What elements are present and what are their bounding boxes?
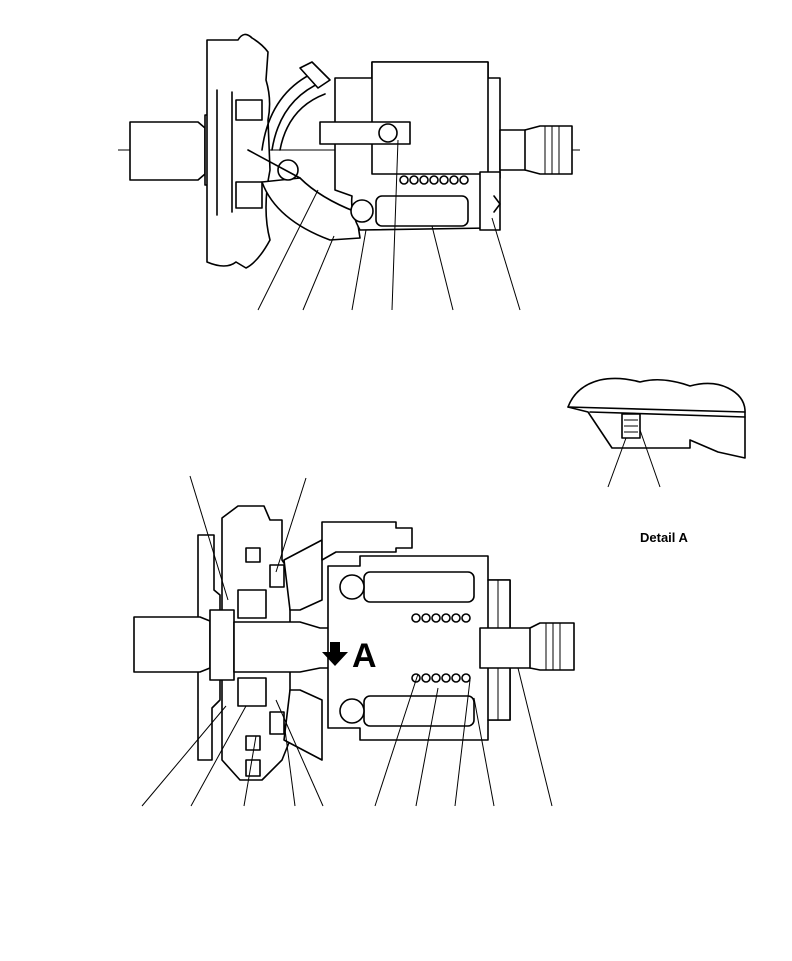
section-marker-label: A	[352, 637, 377, 675]
top-swash-plate	[261, 177, 361, 241]
top-cylinder-barrel	[371, 61, 489, 175]
top-piston	[375, 195, 469, 227]
bottom-swash-bottom	[283, 689, 323, 761]
top-swash-arc-outer	[261, 69, 321, 151]
top-spring	[399, 175, 469, 185]
bottom-output-hub	[479, 627, 539, 669]
top-bearing-lower	[235, 181, 263, 209]
top-piston-shoe	[350, 199, 374, 223]
bottom-bearing-bottom	[237, 677, 267, 707]
top-swash-tip	[299, 61, 331, 89]
top-swash-pivot	[277, 159, 299, 181]
detail-a-leader-2	[639, 429, 661, 488]
bottom-bolt-bottom2	[245, 759, 261, 777]
bottom-bolt-bottom	[245, 735, 261, 751]
top-shaft-right	[524, 125, 573, 175]
detail-a: Detail A	[567, 377, 746, 545]
bottom-swash-top	[283, 539, 323, 611]
top-swash-link	[247, 149, 301, 179]
detail-a-leader-1	[607, 437, 627, 488]
bottom-piston-bottom	[363, 695, 475, 727]
top-swash-arc-inner	[271, 81, 323, 151]
top-flange-housing	[206, 33, 271, 269]
bottom-spring-top	[411, 613, 471, 623]
top-shaft-left	[129, 121, 206, 181]
top-swash-arc-inner2	[279, 93, 326, 151]
bottom-output-shaft	[529, 622, 575, 671]
bottom-bolt-top	[245, 547, 261, 563]
top-leaders	[257, 139, 521, 311]
bottom-bearing-top	[237, 589, 267, 619]
section-marker-a: A	[322, 637, 377, 675]
bottom-shaft-left	[133, 616, 211, 673]
bottom-seal-top	[269, 564, 285, 588]
bottom-shoe-top	[339, 574, 365, 600]
top-valve-detail	[493, 195, 501, 213]
top-valve-plate	[479, 171, 501, 231]
bottom-view: A	[133, 475, 575, 807]
down-arrow-icon	[322, 642, 348, 666]
detail-a-plate-line2	[589, 411, 746, 418]
detail-a-body	[567, 377, 746, 459]
top-bearing-upper	[235, 99, 263, 121]
top-servo-ball	[378, 123, 398, 143]
bottom-servo-block	[321, 521, 413, 561]
bottom-leaders-top	[189, 475, 307, 601]
bottom-seal-bottom	[269, 711, 285, 735]
bottom-shaft-collar	[209, 609, 235, 681]
detail-a-plate-line	[567, 406, 746, 413]
detail-a-caption: Detail A	[640, 530, 689, 545]
bottom-piston-top	[363, 571, 475, 603]
top-view	[118, 33, 580, 311]
bottom-leaders-bottom	[141, 667, 553, 807]
bottom-spring-bottom	[411, 673, 471, 683]
bottom-shoe-bottom	[339, 698, 365, 724]
